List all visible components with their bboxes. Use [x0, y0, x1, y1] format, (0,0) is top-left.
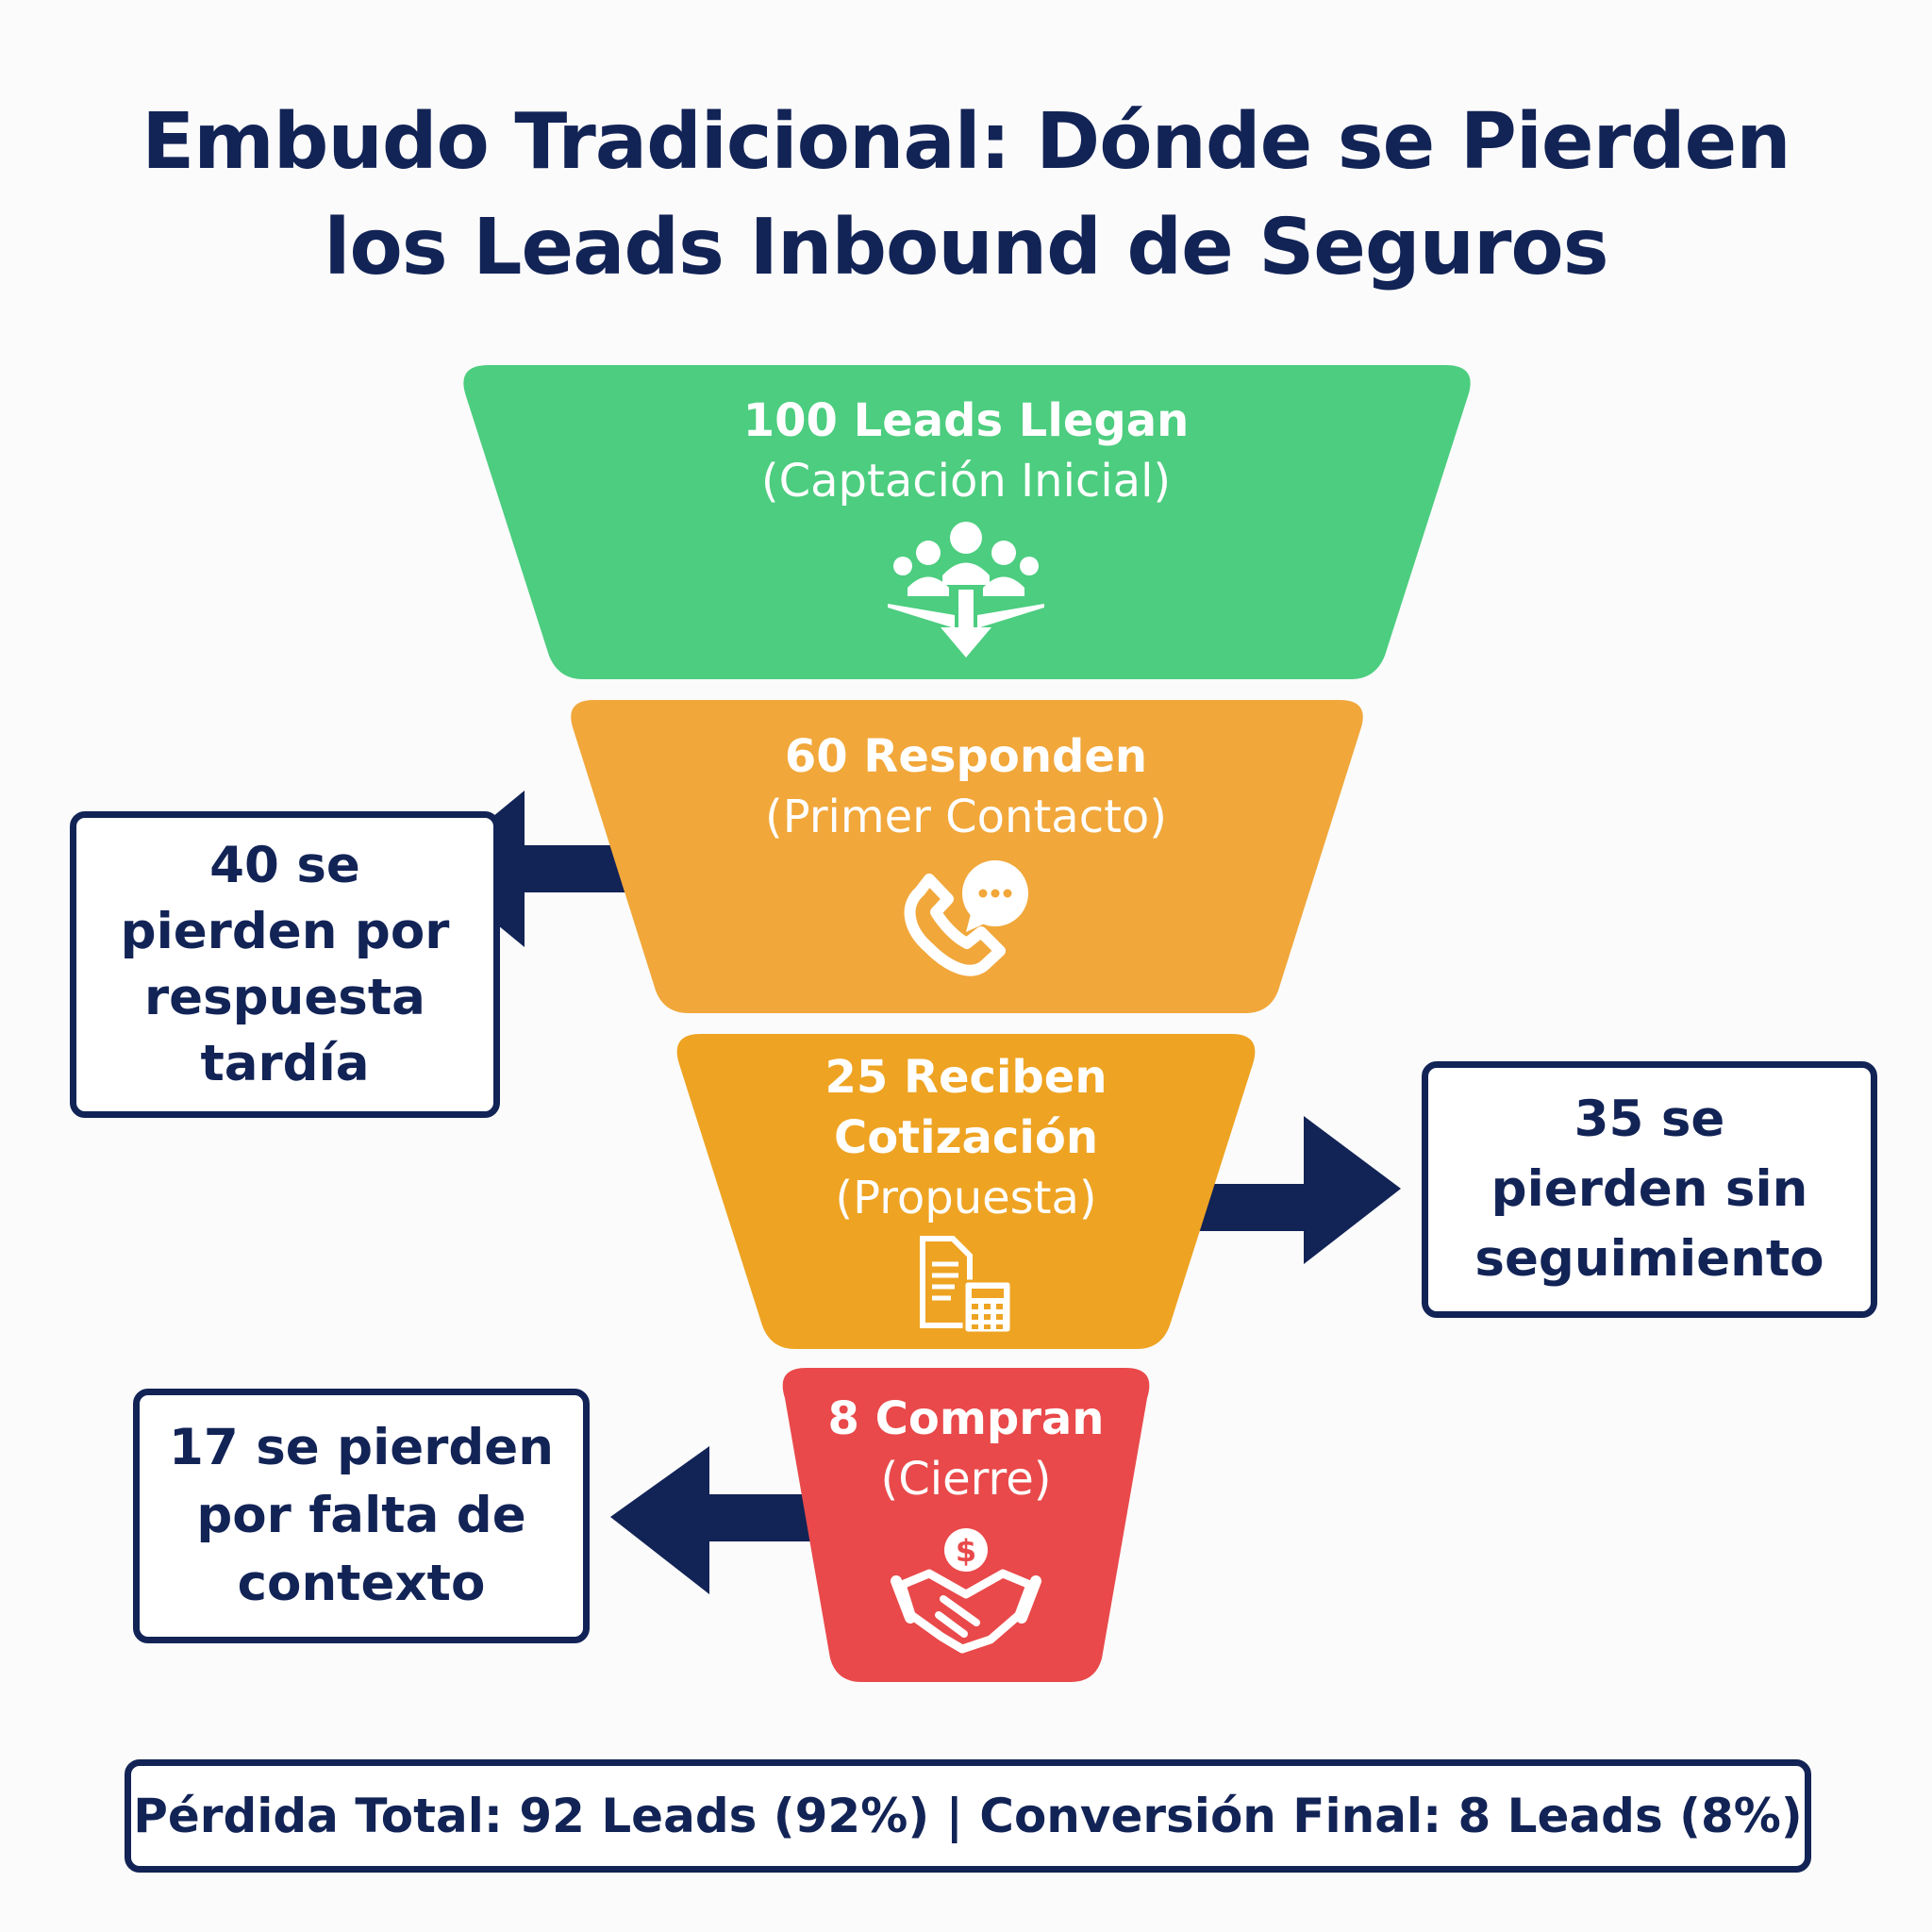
loss-1-line-1: 40 se — [209, 836, 360, 894]
loss-box-3: 17 se pierden por falta de contexto — [133, 1389, 590, 1643]
loss-1-line-2: pierden por — [120, 902, 450, 960]
stage-3-label-line-2: Cotización — [834, 1111, 1098, 1164]
funnel-stage-4: 8 Compran (Cierre) — [777, 1389, 1155, 1509]
stage-4-subtitle: (Cierre) — [880, 1453, 1052, 1506]
loss-arrow-3 — [610, 1446, 821, 1594]
stage-3-label-line-1: 25 Reciben — [824, 1051, 1108, 1104]
stage-4-label: 8 Compran — [827, 1392, 1105, 1445]
svg-text:$: $ — [956, 1533, 976, 1569]
phone-chat-icon — [904, 860, 1028, 976]
title-line-1: Embudo Tradicional: Dónde se Pierden — [142, 97, 1790, 187]
loss-3-line-3: contexto — [237, 1555, 486, 1612]
stage-3-subtitle: (Propuesta) — [835, 1172, 1097, 1224]
stage-1-label: 100 Leads Llegan — [742, 394, 1190, 447]
loss-3-line-1: 17 se pierden — [169, 1419, 554, 1476]
funnel-stage-2: 60 Responden (Primer Contacto) — [636, 726, 1296, 847]
document-calculator-icon — [920, 1236, 1013, 1335]
funnel-stage-1: 100 Leads Llegan (Captación Inicial) — [589, 391, 1343, 511]
stage-2-label: 60 Responden — [784, 730, 1148, 783]
stage-2-subtitle: (Primer Contacto) — [764, 791, 1168, 843]
loss-3-line-2: por falta de — [196, 1487, 526, 1544]
loss-2-line-2: pierden sin — [1491, 1160, 1808, 1218]
summary-box: Pérdida Total: 92 Leads (92%) | Conversi… — [125, 1759, 1811, 1873]
summary-text: Pérdida Total: 92 Leads (92%) | Conversi… — [133, 1789, 1803, 1843]
funnel-stage-3: 25 Reciben Cotización (Propuesta) — [730, 1047, 1202, 1228]
funnel-stage-2-shape — [571, 700, 1363, 1013]
funnel-stage-4-shape — [782, 1368, 1150, 1682]
title-line-2: los Leads Inbound de Seguros — [324, 203, 1608, 292]
loss-box-1: 40 se pierden por respuesta tardía — [70, 811, 500, 1118]
loss-1-line-3: respuesta — [144, 968, 425, 1026]
page-title: Embudo Tradicional: Dónde se Pierden los… — [0, 90, 1932, 301]
funnel-stage-3-shape — [676, 1034, 1256, 1349]
loss-2-line-3: seguimiento — [1474, 1230, 1824, 1288]
loss-2-line-1: 35 se — [1574, 1091, 1725, 1148]
stage-1-subtitle: (Captación Inicial) — [760, 455, 1172, 508]
loss-1-line-4: tardía — [200, 1034, 370, 1092]
people-down-arrow-icon — [888, 522, 1044, 658]
handshake-dollar-icon: $ — [891, 1528, 1041, 1654]
loss-box-2: 35 se pierden sin seguimiento — [1422, 1061, 1877, 1318]
